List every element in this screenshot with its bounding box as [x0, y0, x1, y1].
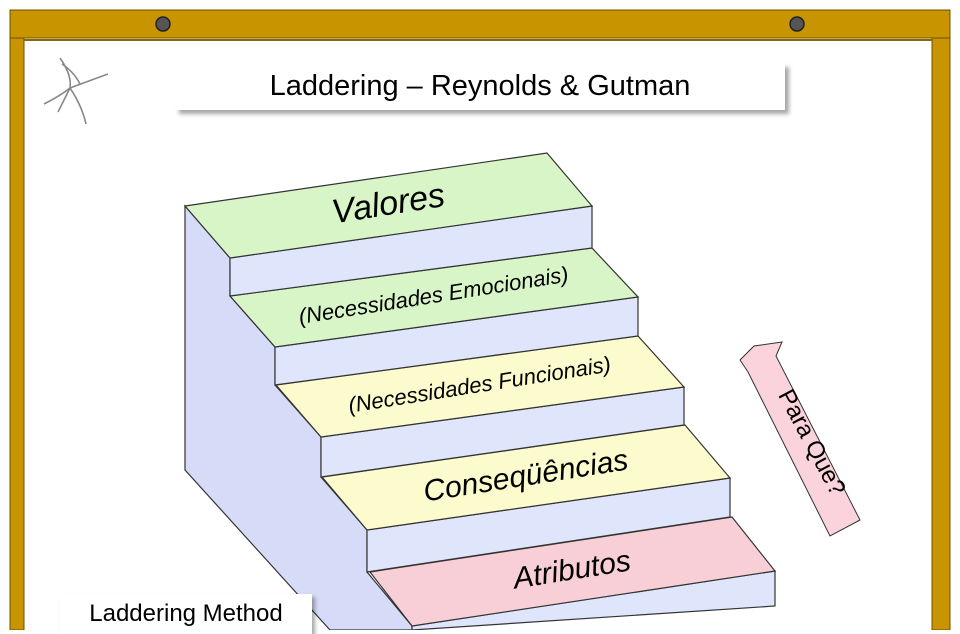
board-pin-left: [155, 16, 171, 32]
footer-label: Laddering Method: [89, 600, 283, 627]
footer-box: Laddering Method: [60, 594, 312, 634]
board-pin-right: [789, 16, 805, 32]
page-title: Laddering – Reynolds & Gutman: [269, 70, 691, 102]
board-top-rail: [9, 9, 951, 39]
title-box: Laddering – Reynolds & Gutman: [175, 63, 785, 110]
step-tread: [183, 152, 594, 259]
bird-logo-icon: [43, 57, 109, 125]
board-right-rail: [931, 37, 951, 630]
board-left-rail: [9, 37, 25, 630]
